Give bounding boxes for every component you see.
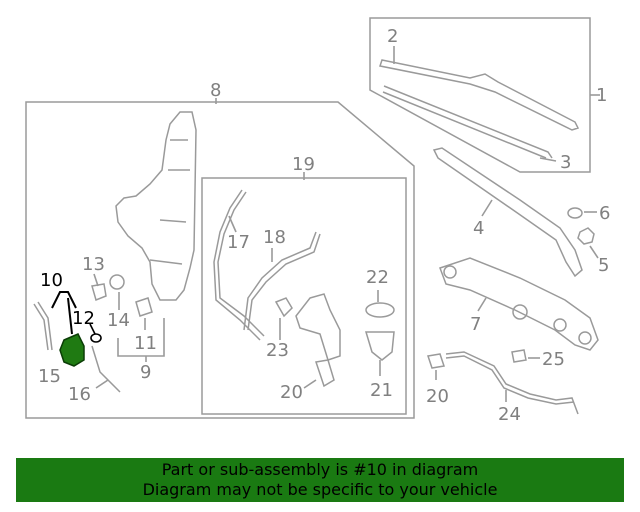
filler-neck (364, 331, 395, 361)
callout-18: 18 (263, 227, 286, 248)
reservoir-box (25, 101, 415, 419)
reservoir-cap (365, 302, 395, 318)
wiper-blade (379, 59, 580, 131)
callout-19: 19 (292, 154, 315, 175)
callout-9: 9 (140, 362, 151, 383)
callout-10: 10 (40, 270, 63, 291)
callout-25: 25 (542, 349, 565, 370)
pivot-nut (577, 227, 595, 245)
hose-group: 19 17 18 23 20 22 21 (201, 154, 407, 415)
callout-16: 16 (68, 384, 91, 405)
washer-pump-seal (135, 297, 153, 317)
hose-15 (33, 303, 49, 351)
wiper-arm (432, 147, 583, 278)
hose-18 (243, 231, 317, 331)
callout-21: 21 (370, 380, 393, 401)
reservoir-group: 8 13 14 11 9 15 16 (25, 80, 415, 419)
clip-25 (511, 349, 527, 363)
pump-seal-12 (90, 333, 102, 343)
callout-20a: 20 (280, 382, 303, 403)
wiper-linkage (439, 257, 599, 351)
hose-16 (91, 345, 121, 393)
check-valve-right (427, 353, 445, 369)
wiper-blade-box (369, 17, 591, 173)
hose-17 (213, 189, 261, 341)
callout-2: 2 (387, 26, 398, 47)
callout-15: 15 (38, 366, 61, 387)
wiper-arm-group: 4 (432, 147, 583, 278)
notice-banner: Part or sub-assembly is #10 in diagram D… (16, 458, 624, 502)
callout-13: 13 (82, 254, 105, 275)
wiper-linkage-group: 7 (439, 257, 599, 351)
notice-line-1: Part or sub-assembly is #10 in diagram (161, 460, 479, 479)
washer-reservoir (115, 111, 197, 301)
grommet (109, 274, 125, 290)
callout-4: 4 (473, 218, 484, 239)
washer-pump (59, 333, 85, 367)
wiper-blade-group: 1 2 3 (369, 17, 607, 173)
highlighted-pump-group: 10 12 (40, 270, 102, 367)
elbow-hose (295, 293, 341, 361)
lower-right-group: 20 24 25 (426, 349, 579, 425)
check-valve-left (315, 359, 335, 388)
callout-22: 22 (366, 267, 389, 288)
connector-23 (274, 297, 293, 318)
nut-cap-group: 6 5 (567, 203, 610, 276)
notice-line-2: Diagram may not be specific to your vehi… (142, 480, 498, 499)
callout-14: 14 (107, 310, 130, 331)
level-sensor (91, 283, 107, 302)
callout-8: 8 (210, 80, 221, 101)
callout-7: 7 (470, 314, 481, 335)
wiper-refill (383, 85, 553, 159)
callout-6: 6 (599, 203, 610, 224)
callout-12: 12 (72, 308, 95, 329)
callout-1: 1 (596, 85, 607, 106)
callout-17: 17 (227, 232, 250, 253)
callout-20b: 20 (426, 386, 449, 407)
callout-11: 11 (134, 333, 157, 354)
callout-3: 3 (560, 152, 571, 173)
hose-24 (445, 351, 579, 415)
callout-24: 24 (498, 404, 521, 425)
callout-5: 5 (598, 255, 609, 276)
callout-23: 23 (266, 340, 289, 361)
pivot-cap (567, 207, 583, 219)
